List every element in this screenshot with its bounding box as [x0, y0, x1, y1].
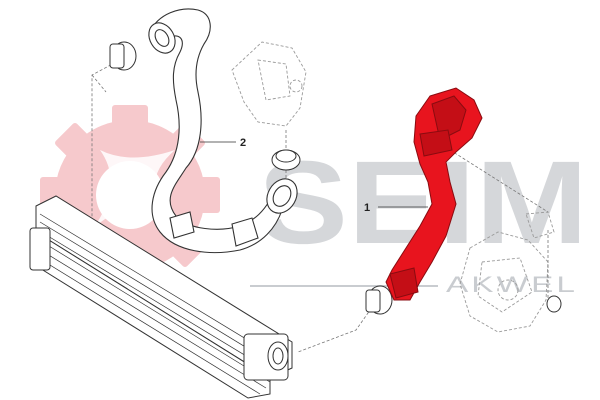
intercooler-icon [29, 195, 293, 399]
callout-1-label: 1 [364, 202, 370, 214]
hose-2-turbo-inlet [148, 8, 298, 254]
ghost-engine-parts [231, 41, 555, 333]
hose-1-intercooler-outlet [385, 87, 483, 301]
callout-1: 1 [364, 202, 428, 214]
watermark-sub-text: AKWEL [446, 272, 578, 297]
clamp-icon [109, 41, 137, 71]
callout-2-label: 2 [240, 137, 246, 149]
hose-connectors [109, 41, 562, 315]
clamp-icon [546, 295, 562, 313]
clamp-icon [271, 149, 301, 171]
callout-2: 2 [200, 137, 246, 149]
clamp-icon [169, 211, 259, 247]
clamp-icon [365, 285, 393, 315]
